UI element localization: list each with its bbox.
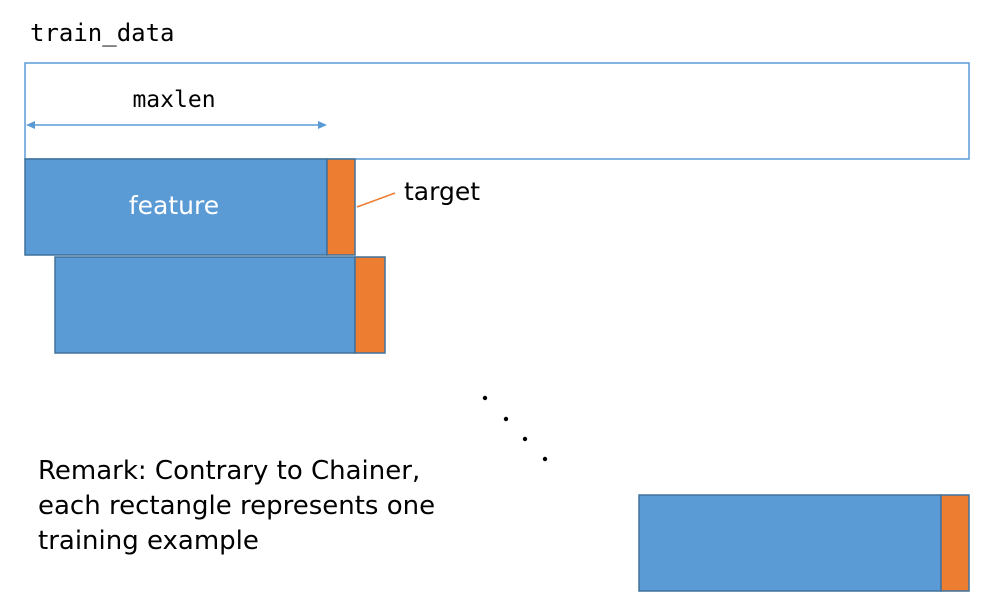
target-label: target: [404, 177, 480, 206]
target-block: [326, 158, 356, 256]
training-example-2: [54, 256, 386, 354]
feature-label: feature: [129, 191, 219, 220]
target-leader-line: [356, 192, 396, 208]
ellipsis-dots: [482, 395, 548, 462]
feature-block: [24, 158, 328, 256]
train-data-title: train_data: [30, 19, 175, 47]
remark-line-3: training example: [38, 526, 259, 556]
train-data-rect: [24, 62, 970, 160]
target-block: [354, 256, 386, 354]
remark-line-1: Remark: Contrary to Chainer,: [38, 456, 421, 486]
training-example-1: feature: [24, 158, 356, 256]
training-example-last: [638, 494, 970, 592]
remark-text: Remark: Contrary to Chainer, each rectan…: [38, 454, 435, 559]
feature-block: [638, 494, 942, 592]
remark-line-2: each rectangle represents one: [38, 491, 436, 521]
feature-block: [54, 256, 356, 354]
maxlen-arrow: [26, 121, 327, 129]
target-block: [940, 494, 970, 592]
maxlen-label: maxlen: [132, 87, 215, 113]
